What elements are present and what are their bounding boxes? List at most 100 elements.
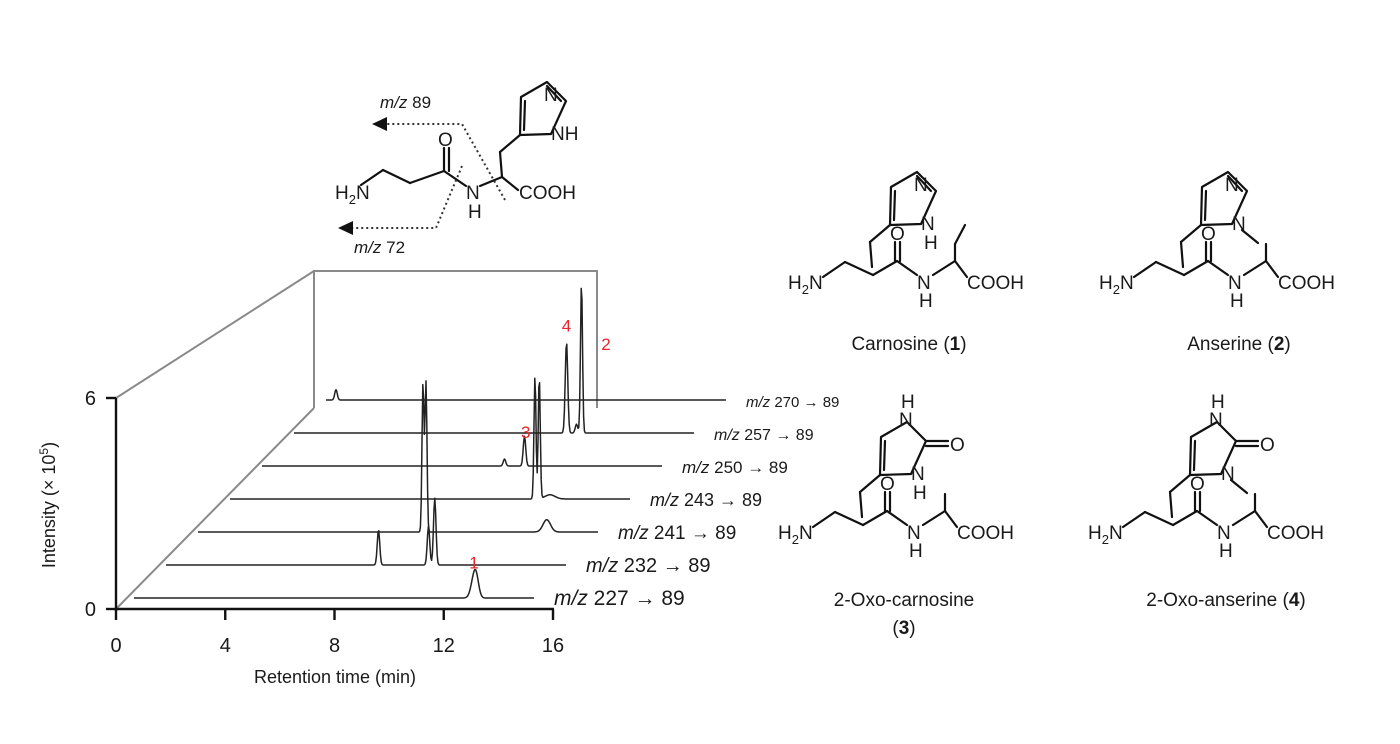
- bond: [1242, 259, 1268, 277]
- arrow-head-icon: [338, 221, 353, 235]
- peak-label-4: 4: [562, 317, 571, 336]
- bond: [943, 509, 959, 529]
- series-label-mz-257: m/z 257 → 89: [714, 427, 814, 444]
- atom-n: N: [466, 183, 480, 204]
- molecule-3-number: (3): [892, 618, 915, 639]
- bond: [861, 509, 889, 527]
- imidazole-ring: [518, 80, 568, 137]
- molecule-2-oxo-anserine: N H N O O N H COOH H2N: [1088, 392, 1324, 562]
- atom-n: N: [917, 273, 931, 294]
- bond: [868, 223, 892, 244]
- series-label-mz-270: m/z 270 → 89: [746, 394, 839, 411]
- imidazole-ring: [1199, 170, 1249, 227]
- atom-nh: NH: [551, 124, 578, 145]
- bond: [1179, 240, 1185, 269]
- bond: [858, 490, 864, 519]
- atom-o: O: [1260, 435, 1275, 456]
- x-tick-label: 16: [542, 635, 564, 657]
- h2n-label: H2N: [1088, 523, 1123, 547]
- atom-h: H: [468, 202, 482, 223]
- x-tick-label: 4: [220, 635, 231, 657]
- bond: [1168, 490, 1174, 519]
- bond: [500, 175, 520, 192]
- bond: [811, 510, 837, 529]
- bond: [1264, 259, 1280, 279]
- h2n-label: H2N: [788, 273, 823, 297]
- atom-n: N: [1221, 464, 1235, 485]
- bond: [1154, 260, 1186, 277]
- bond: [1168, 473, 1192, 494]
- floor-edge: [115, 407, 315, 610]
- bond: [833, 510, 865, 527]
- molecule-carnosine: N N H O N H COOH H2N: [788, 170, 1024, 312]
- series-label-mz-241: m/z 241 → 89: [618, 523, 736, 544]
- cooh-label: COOH: [1278, 273, 1335, 294]
- molecule-4-name: 2-Oxo-anserine (4): [1146, 590, 1305, 611]
- cooh-label: COOH: [967, 273, 1024, 294]
- y-tick-label: 0: [85, 599, 96, 621]
- perspective-edge: [115, 270, 315, 399]
- arrow-head-icon: [372, 117, 387, 131]
- fragmentation-scheme: N NH O N H COOH H2N m/z 89 m/z 72: [335, 80, 578, 257]
- series-labels: m/z 227 → 89m/z 232 → 89m/z 241 → 89m/z …: [554, 394, 839, 610]
- atom-o: O: [438, 130, 453, 151]
- h2n-label: H2N: [778, 523, 813, 547]
- atom-n: N: [911, 464, 925, 485]
- bond: [892, 189, 897, 222]
- bond: [1192, 439, 1197, 472]
- bond: [1171, 509, 1199, 527]
- bond: [931, 259, 957, 277]
- fragment-label-72: m/z 72: [354, 238, 405, 257]
- bond: [882, 439, 887, 472]
- bond: [915, 174, 933, 193]
- bond: [1253, 509, 1269, 529]
- atom-o: O: [950, 435, 965, 456]
- bond: [868, 240, 874, 269]
- bond: [1182, 259, 1210, 277]
- bond: [843, 260, 875, 277]
- bond: [1143, 510, 1175, 527]
- bond: [885, 509, 909, 527]
- y-axis-label: Intensity (× 105): [37, 442, 59, 568]
- h2n-label: H2N: [335, 183, 370, 207]
- atom-n: N: [544, 85, 558, 106]
- bond: [1195, 509, 1219, 527]
- atom-h: H: [924, 233, 938, 254]
- bond: [921, 509, 947, 527]
- x-axis-label: Retention time (min): [254, 667, 416, 687]
- atom-n: N: [899, 410, 913, 431]
- series-label-mz-243: m/z 243 → 89: [650, 490, 762, 510]
- methyl-bond: [1229, 478, 1249, 495]
- trace-mz-243: [230, 377, 630, 500]
- cooh-label: COOH: [519, 183, 576, 204]
- fragment-label-89: m/z 89: [380, 93, 431, 112]
- atom-n: N: [1209, 410, 1223, 431]
- methyl-bond: [1240, 228, 1260, 245]
- bond: [1226, 174, 1244, 193]
- atom-n: N: [1217, 523, 1231, 544]
- trace-mz-241: [198, 380, 598, 533]
- bond: [478, 175, 504, 188]
- atom-h: H: [901, 392, 915, 413]
- molecule-2-oxo-carnosine: N H N H O O N H COOH H2N: [778, 392, 1014, 562]
- atom-h: H: [1211, 392, 1225, 413]
- back-panel: [313, 270, 598, 408]
- bond: [895, 259, 919, 277]
- molecule-3-name: 2-Oxo-carnosine: [834, 590, 974, 611]
- ch2-bond: [498, 133, 522, 154]
- peak-label-1: 1: [469, 554, 478, 573]
- atom-n: N: [907, 523, 921, 544]
- bond: [442, 169, 468, 188]
- bond: [821, 260, 847, 279]
- atom-o: O: [1201, 224, 1216, 245]
- trace-mz-257: [294, 287, 694, 434]
- atom-o: O: [880, 474, 895, 495]
- trace-mz-270: [326, 389, 726, 401]
- bond: [1179, 223, 1203, 244]
- double-bond: [545, 84, 563, 103]
- trace-mz-232: [166, 497, 566, 566]
- x-tick-label: 8: [329, 635, 340, 657]
